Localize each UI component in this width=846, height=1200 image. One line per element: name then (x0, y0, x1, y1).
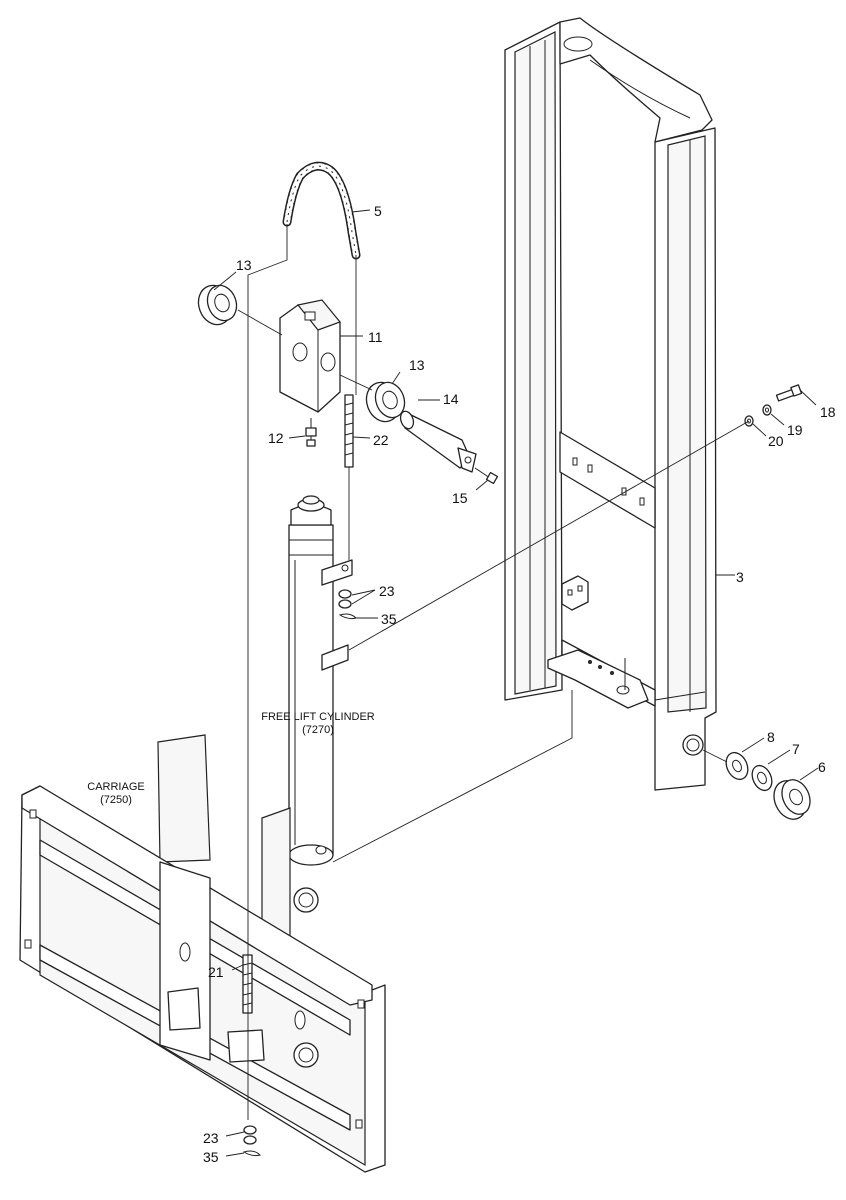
assembly-lines (213, 209, 819, 1157)
sheave-left (197, 284, 238, 326)
callout-3: 3 (736, 569, 744, 585)
callout-7: 7 (792, 741, 800, 757)
mast-left-rail-flange (514, 31, 557, 695)
cylinder-code-label: (7270) (302, 724, 334, 736)
callout-13-right: 13 (409, 357, 425, 373)
mast-middle-crossmember (559, 431, 656, 529)
free-lift-cylinder (288, 495, 353, 866)
chain-anchor-bolt-22 (344, 394, 354, 468)
sheave-right (365, 381, 406, 423)
cotter-pin-35-upper (338, 613, 357, 620)
carriage-name-label: CARRIAGE (87, 781, 144, 793)
mast-top-crossmember (559, 17, 713, 143)
carriage-code-label: (7250) (100, 794, 132, 806)
callout-12: 12 (268, 430, 284, 446)
callout-22: 22 (373, 432, 389, 448)
bearing-6 (773, 779, 811, 820)
callout-labels: 3 5 6 7 8 11 12 13 13 14 15 18 19 20 21 … (203, 203, 836, 1165)
callout-35-lower: 35 (203, 1149, 219, 1165)
bolt-18 (775, 384, 803, 402)
sheave-shaft (399, 410, 477, 473)
callout-5: 5 (374, 203, 382, 219)
callout-20: 20 (768, 433, 784, 449)
carriage (19, 734, 386, 1173)
mast-stop-block (561, 575, 589, 611)
nuts-23-upper (338, 589, 352, 609)
nuts-23-lower (243, 1125, 257, 1145)
callout-18: 18 (820, 404, 836, 420)
bolt-15 (474, 467, 499, 485)
cotter-pin-35-lower (242, 1150, 261, 1157)
callout-13-left: 13 (236, 257, 252, 273)
callout-8: 8 (767, 729, 775, 745)
component-captions: FREE LIFT CYLINDER (7270) CARRIAGE (7250… (87, 711, 375, 806)
lift-chain (282, 161, 361, 260)
callout-11: 11 (368, 329, 383, 345)
sheave-bracket (279, 299, 342, 413)
callout-21: 21 (208, 964, 224, 980)
callout-6: 6 (818, 759, 826, 775)
mast-assembly (504, 17, 717, 791)
cylinder-name-label: FREE LIFT CYLINDER (261, 711, 375, 723)
washer-8 (725, 751, 749, 781)
washer-7 (751, 764, 773, 792)
callout-19: 19 (787, 422, 803, 438)
callout-15: 15 (452, 490, 468, 506)
bolt-12 (305, 418, 317, 447)
callout-23-upper: 23 (379, 583, 395, 599)
callout-23-lower: 23 (203, 1130, 219, 1146)
mast-right-rail-flange (667, 135, 707, 713)
callout-14: 14 (443, 391, 459, 407)
callout-35-upper: 35 (381, 611, 397, 627)
chain-anchor-bolt-21 (242, 954, 253, 1014)
washer-19 (762, 404, 772, 416)
